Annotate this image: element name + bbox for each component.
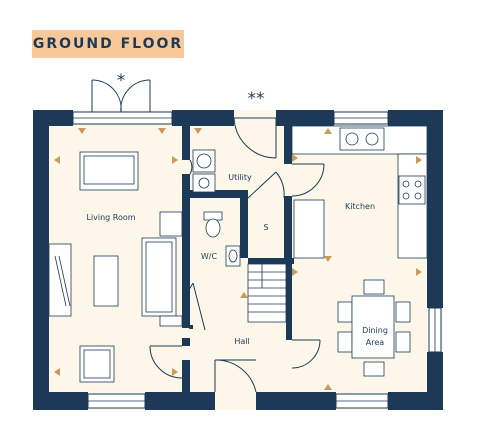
floor-title-badge: GROUND FLOOR: [32, 30, 184, 58]
dining-table: [351, 295, 395, 359]
window-glazing: [73, 117, 436, 402]
utility-door-marker: **: [248, 89, 265, 109]
side-table-2: [159, 315, 183, 327]
floor-title: GROUND FLOOR: [32, 36, 184, 52]
wc-fixtures: [203, 211, 241, 267]
worktop-side: [397, 153, 428, 259]
utility-fixtures: [192, 149, 216, 193]
chair-top: [363, 279, 385, 295]
kitchen-label: Kitchen: [345, 202, 375, 211]
chair-right-1: [395, 301, 411, 323]
side-table-1: [159, 211, 183, 237]
french-door-marker: *: [117, 71, 126, 91]
staircase: [247, 263, 287, 323]
dining-furniture: [337, 279, 411, 377]
toilet-bowl: [205, 218, 221, 238]
hob: [398, 175, 426, 205]
exterior-walls: [33, 110, 443, 410]
dining-label-line1: Dining: [362, 326, 388, 335]
store-label: S: [263, 223, 268, 232]
coffee-table: [93, 255, 119, 307]
living-furniture: [48, 151, 183, 383]
wc-label: W/C: [201, 252, 218, 261]
kitchen-island: [293, 199, 325, 259]
dining-label-line2: Area: [366, 338, 385, 347]
utility-label: Utility: [228, 173, 252, 182]
kitchen-fixtures: [291, 125, 428, 259]
chair-right-2: [395, 331, 411, 353]
living-room-label: Living Room: [86, 213, 135, 222]
door-swings: [149, 117, 325, 393]
window-arrows: [54, 128, 422, 390]
chair-left-1: [337, 301, 353, 323]
tv-screen: [54, 255, 71, 307]
chair-bottom: [363, 361, 385, 377]
interior-walls: [182, 126, 294, 392]
chair-left-2: [337, 331, 353, 353]
french-doors: [91, 79, 151, 113]
hall-label: Hall: [234, 337, 249, 346]
